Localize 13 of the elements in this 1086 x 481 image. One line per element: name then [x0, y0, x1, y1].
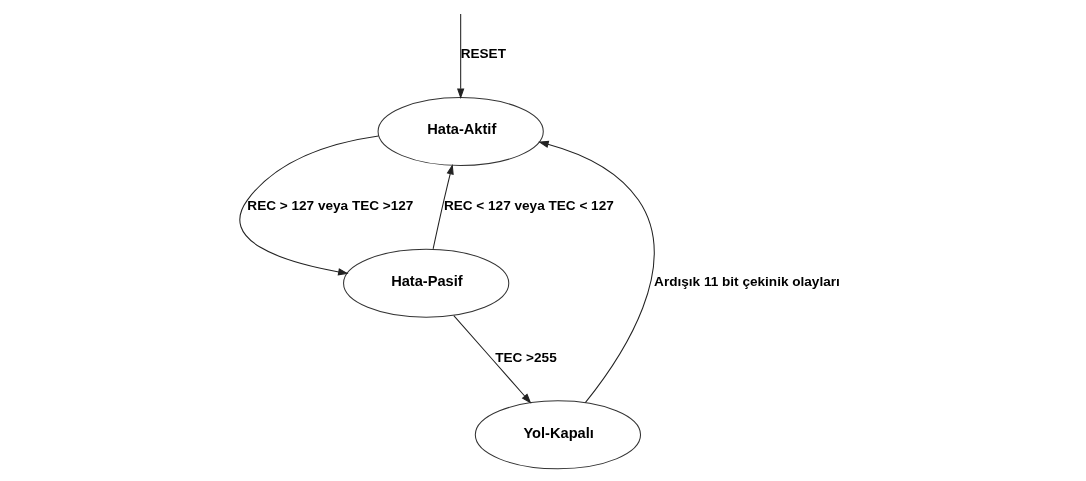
edge-label: TEC >255 — [494, 349, 557, 365]
arrow — [537, 140, 655, 403]
edge-label: REC > 127 veya TEC >127 — [246, 197, 413, 213]
node-ellipse: Yol-Kapalı — [474, 399, 641, 469]
node-ellipse: Hata-Pasif — [342, 248, 509, 318]
edge-label: Ardışık 11 bit çekinik olayları — [653, 273, 840, 289]
edge-label: REC < 127 veya TEC < 127 — [443, 197, 614, 213]
arrow — [432, 163, 454, 249]
edge-label: RESET — [460, 45, 506, 61]
arrow — [238, 134, 379, 275]
arrow — [456, 13, 464, 99]
node-ellipse: Hata-Aktif — [377, 96, 544, 166]
arrow — [452, 314, 531, 404]
